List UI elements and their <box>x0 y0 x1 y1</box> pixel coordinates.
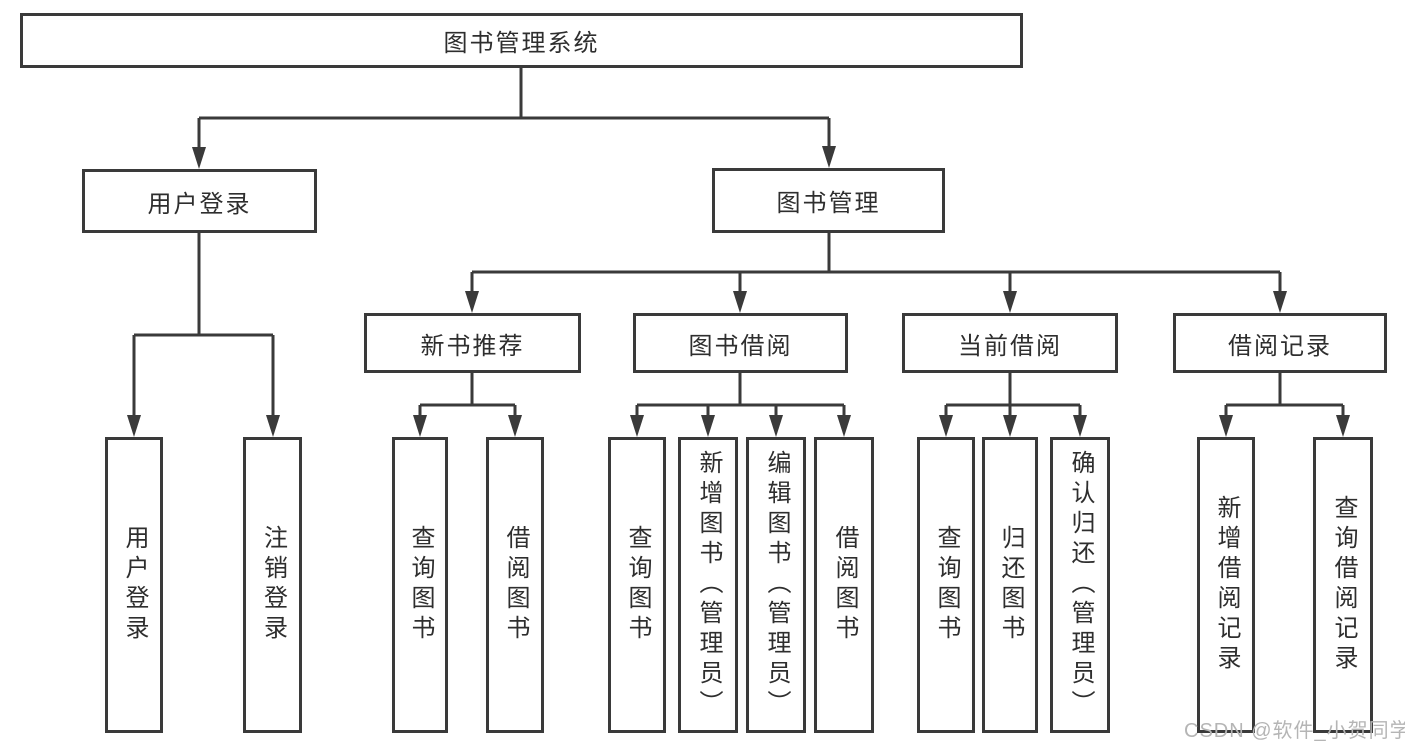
node-leaf-query-book-1: 查询图书 <box>392 437 448 733</box>
node-leaf-confirm-return-admin: 确认归还（管理员） <box>1050 437 1110 733</box>
node-leaf-logout: 注销登录 <box>243 437 302 733</box>
node-leaf-edit-book-admin: 编辑图书（管理员） <box>746 437 806 733</box>
node-leaf-add-borrow-record: 新增借阅记录 <box>1197 437 1255 733</box>
leaf-label: 用户登录 <box>121 525 148 645</box>
arrowhead-icon <box>837 415 851 437</box>
node-leaf-add-book-admin: 新增图书（管理员） <box>678 437 738 733</box>
arrowhead-icon <box>822 146 836 168</box>
leaf-label: 编辑图书（管理员） <box>763 450 790 720</box>
arrowhead-icon <box>192 147 206 169</box>
node-book-borrow: 图书借阅 <box>633 313 848 373</box>
arrowhead-icon <box>1273 291 1287 313</box>
node-borrow-records: 借阅记录 <box>1173 313 1387 373</box>
arrowhead-icon <box>413 415 427 437</box>
leaf-label: 归还图书 <box>997 525 1024 645</box>
leaf-label: 新增借阅记录 <box>1213 495 1240 675</box>
leaf-label: 借阅图书 <box>502 525 529 645</box>
node-leaf-return-book: 归还图书 <box>982 437 1038 733</box>
arrowhead-icon <box>1073 415 1087 437</box>
leaf-label: 确认归还（管理员） <box>1067 450 1094 720</box>
arrowhead-icon <box>701 415 715 437</box>
arrowhead-icon <box>465 291 479 313</box>
node-leaf-query-book-3: 查询图书 <box>917 437 975 733</box>
node-leaf-borrow-book-1: 借阅图书 <box>486 437 544 733</box>
leaf-label: 查询借阅记录 <box>1330 495 1357 675</box>
leaf-label: 新增图书（管理员） <box>695 450 722 720</box>
arrowhead-icon <box>769 415 783 437</box>
arrowhead-icon <box>508 415 522 437</box>
node-root: 图书管理系统 <box>20 13 1023 68</box>
node-leaf-query-borrow-record: 查询借阅记录 <box>1313 437 1373 733</box>
arrowhead-icon <box>266 415 280 437</box>
arrowhead-icon <box>1003 415 1017 437</box>
arrowhead-icon <box>1003 291 1017 313</box>
leaf-label: 注销登录 <box>259 525 287 645</box>
node-leaf-user-login: 用户登录 <box>105 437 163 733</box>
arrowhead-icon <box>733 291 747 313</box>
node-new-book-recommend: 新书推荐 <box>364 313 581 373</box>
node-leaf-query-book-2: 查询图书 <box>608 437 666 733</box>
leaf-label: 借阅图书 <box>831 525 858 645</box>
arrowhead-icon <box>939 415 953 437</box>
watermark: CSDN @软件_小贺同学 <box>1184 720 1405 742</box>
node-book-management: 图书管理 <box>712 168 945 233</box>
arrowhead-icon <box>1219 415 1233 437</box>
node-user-login-branch: 用户登录 <box>82 169 317 233</box>
leaf-label: 查询图书 <box>933 525 960 645</box>
arrowhead-icon <box>127 415 141 437</box>
arrowhead-icon <box>1336 415 1350 437</box>
node-current-borrow: 当前借阅 <box>902 313 1118 373</box>
leaf-label: 查询图书 <box>407 525 434 645</box>
leaf-label: 查询图书 <box>624 525 651 645</box>
node-leaf-borrow-book-2: 借阅图书 <box>814 437 874 733</box>
arrowhead-icon <box>630 415 644 437</box>
